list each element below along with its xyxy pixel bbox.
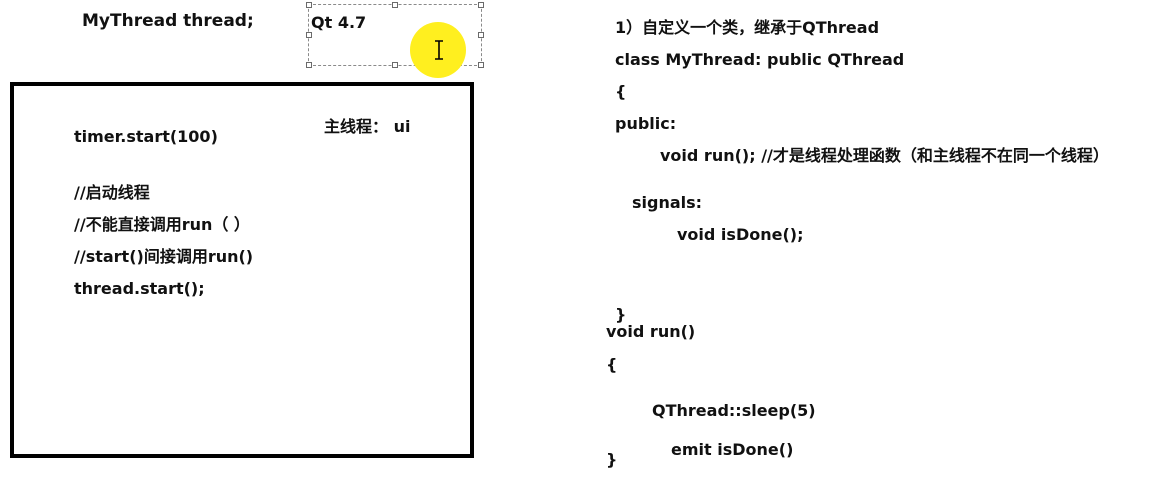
code-line: void run(); //才是线程处理函数（和主线程不在同一个线程） <box>660 146 1109 165</box>
code-line: { <box>606 355 618 374</box>
resize-handle-top-left[interactable] <box>306 2 312 8</box>
code-comment: //启动线程 <box>74 183 150 202</box>
cursor-highlight <box>410 22 466 78</box>
code-line: class MyThread: public QThread <box>615 50 905 69</box>
text-cursor-icon <box>435 40 443 60</box>
code-line: thread.start(); <box>74 279 205 298</box>
code-line: emit isDone() <box>671 440 794 459</box>
resize-handle-bottom-left[interactable] <box>306 62 312 68</box>
code-line: void run() <box>606 322 696 341</box>
code-line: public: <box>615 114 677 133</box>
code-line: void isDone(); <box>677 225 804 244</box>
main-thread-box <box>10 82 474 458</box>
main-thread-label: 主线程： ui <box>324 117 411 136</box>
code-comment: //start()间接调用run() <box>74 247 254 266</box>
code-line: timer.start(100) <box>74 127 218 146</box>
code-line: signals: <box>632 193 703 212</box>
resize-handle-top[interactable] <box>392 2 398 8</box>
code-line: } <box>606 450 618 469</box>
code-comment: //不能直接调用run（ ） <box>74 215 250 234</box>
thread-declaration-text: MyThread thread; <box>82 11 254 31</box>
resize-handle-bottom-right[interactable] <box>478 62 484 68</box>
resize-handle-bottom[interactable] <box>392 62 398 68</box>
resize-handle-top-right[interactable] <box>478 2 484 8</box>
note-heading: 1）自定义一个类，继承于QThread <box>615 18 880 37</box>
resize-handle-right[interactable] <box>478 32 484 38</box>
resize-handle-left[interactable] <box>306 32 312 38</box>
qt-version-text[interactable]: Qt 4.7 <box>311 13 367 32</box>
code-line: { <box>615 82 627 101</box>
code-line: QThread::sleep(5) <box>652 401 816 420</box>
code-line: } <box>615 305 627 324</box>
